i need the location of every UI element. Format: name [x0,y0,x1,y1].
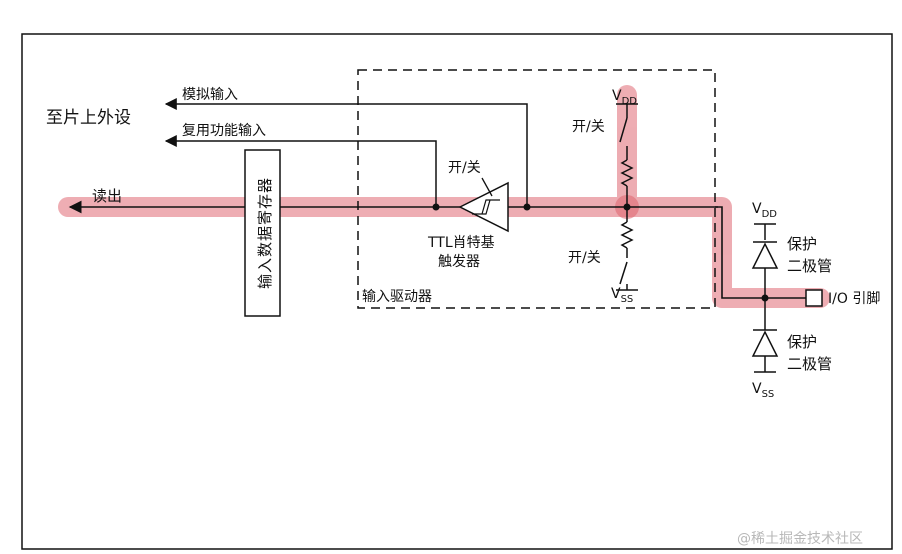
af-input-label: 复用功能输入 [182,122,266,139]
input-driver-box [357,69,716,309]
junction-analog [523,203,531,211]
pull-down-branch [616,207,638,291]
protect-diode-bottom-line1: 保护 [787,333,817,351]
analog-input-label: 模拟输入 [182,87,238,103]
pulldown-switch-label: 开/关 [568,250,601,266]
schmitt-trigger-symbol [458,177,509,233]
protect-diode-bottom-line2: 二极管 [787,355,832,373]
vss-label-diode: VSS [752,381,774,400]
input-data-register [244,149,281,317]
peripheral-label: 至片上外设 [46,108,131,128]
watermark: @稀土掘金技术社区 [737,531,863,547]
ttl-label-line1: TTL肖特基 [427,234,495,251]
analog-input-line [164,98,528,207]
junction-af [432,203,440,211]
protect-diode-top-line2: 二极管 [787,257,832,275]
af-input-line [164,135,437,207]
read-label: 读出 [92,187,122,205]
outer-frame [21,33,893,550]
pin-line [715,206,806,299]
vdd-label-diode: VDD [752,201,777,220]
protect-diode-top-line1: 保护 [787,235,817,253]
ttl-label-line2: 触发器 [438,254,480,270]
pullup-switch-label: 开/关 [572,119,605,135]
pull-up-branch [616,103,638,207]
input-driver-label: 输入驱动器 [362,289,432,305]
vss-label-driver: VSS [611,286,633,305]
io-pin-label: I/O 引脚 [828,291,880,307]
trigger-switch-label: 开/关 [448,160,481,176]
io-pin-square [805,289,823,307]
vdd-label-top: VDD [612,88,637,107]
protection-diodes [751,223,779,373]
input-register-label: 输入数据寄存器 [256,177,274,289]
highlight-readout-path [58,197,830,308]
